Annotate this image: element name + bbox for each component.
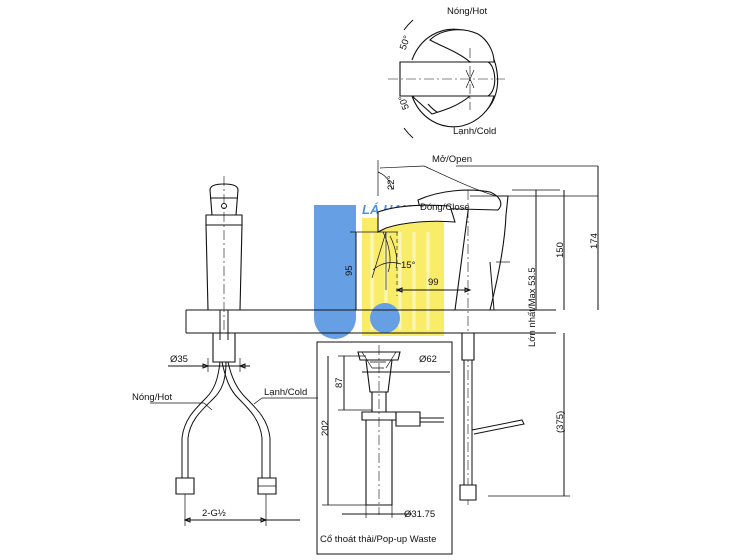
dim-150-label: 150 xyxy=(555,242,566,258)
dia-3175-label: Ø31.75 xyxy=(404,509,435,520)
front-view: Ø35 Nóng/Hot Lạnh/Cold 2-G½ xyxy=(132,176,318,526)
angle-22-label: 22° xyxy=(386,175,397,190)
dim-99-label: 99 xyxy=(428,277,439,288)
close-label: Đóng/Close xyxy=(420,202,470,213)
angle-15-label: 15° xyxy=(401,260,416,271)
open-label: Mở/Open xyxy=(432,154,472,165)
top-hot-label: Nóng/Hot xyxy=(447,6,487,17)
thread-label: 2-G½ xyxy=(202,508,226,519)
dia-35-label: Ø35 xyxy=(170,354,188,365)
popup-waste-view: Ø62 87 202 Ø31.75 Cổ thoát thải/Pop-up W… xyxy=(316,341,453,555)
front-cold-label: Lạnh/Cold xyxy=(264,387,307,398)
dim-95-label: 95 xyxy=(344,265,355,276)
angle-50-top: 50° xyxy=(398,34,413,51)
dim-375-label: (375) xyxy=(555,411,566,433)
dia-62-label: Ø62 xyxy=(419,354,437,365)
angle-50-bottom: 50° xyxy=(397,94,412,111)
dim-max-label: Lớn nhất/Max 53.5 xyxy=(527,267,538,347)
waste-caption: Cổ thoát thải/Pop-up Waste xyxy=(320,534,436,545)
dim-174-label: 174 xyxy=(589,233,600,249)
top-view: Nóng/Hot Lạnh/Cold 50° 50° xyxy=(388,6,505,139)
watermark-logo: LÁ HAU xyxy=(314,202,444,339)
dim-87-label: 87 xyxy=(334,377,345,388)
top-cold-label: Lạnh/Cold xyxy=(453,126,496,137)
front-hot-label: Nóng/Hot xyxy=(132,392,172,403)
dim-202-label: 202 xyxy=(320,420,331,436)
side-view: Mở/Open Đóng/Close 22° 15° 99 95 Lớn nhấ… xyxy=(185,154,600,505)
